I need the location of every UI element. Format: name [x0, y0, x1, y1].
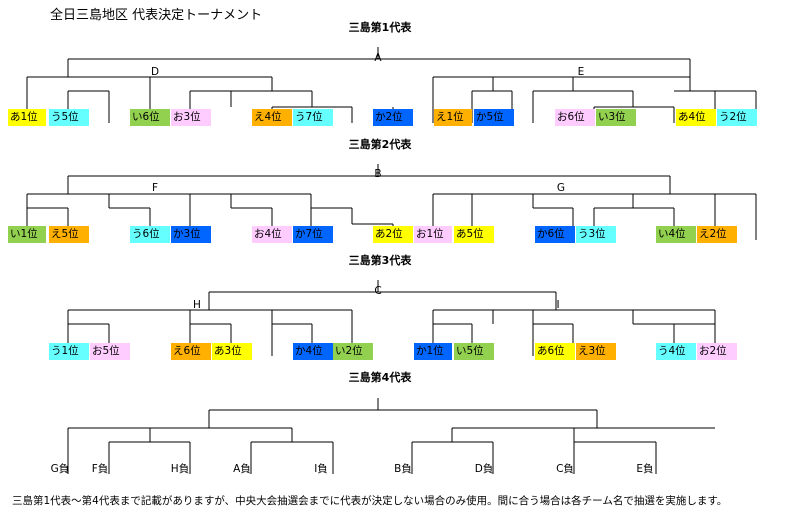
match-label-I: I [556, 299, 560, 311]
team-slot: え1位 [434, 109, 472, 126]
team-slot: い1位 [8, 226, 46, 243]
loser-label: D負 [474, 463, 494, 475]
team-slot: お2位 [697, 343, 737, 360]
match-label-H: H [193, 299, 201, 311]
match-label-E: E [577, 66, 585, 78]
team-slot: あ6位 [535, 343, 575, 360]
match-label-A: A [374, 52, 382, 64]
loser-label: B負 [394, 463, 412, 475]
loser-label: E負 [636, 463, 654, 475]
team-slot: い5位 [454, 343, 494, 360]
team-slot: か5位 [474, 109, 514, 126]
bracket-title-3: 三島第3代表 [348, 254, 412, 267]
team-slot: あ5位 [454, 226, 494, 243]
footer-note: 三島第1代表～第4代表まで記載がありますが、中央大会抽選会までに代表が決定しない… [12, 495, 728, 507]
team-slot: え4位 [252, 109, 292, 126]
team-slot: か7位 [293, 226, 333, 243]
loser-label: A負 [233, 463, 251, 475]
team-slot: う7位 [293, 109, 333, 126]
team-slot: あ3位 [212, 343, 252, 360]
loser-label: F負 [91, 463, 109, 475]
team-slot: か3位 [171, 226, 211, 243]
team-slot: お1位 [414, 226, 452, 243]
team-slot: お5位 [90, 343, 130, 360]
team-slot: い3位 [596, 109, 636, 126]
team-slot: い4位 [656, 226, 696, 243]
team-slot: あ4位 [676, 109, 716, 126]
team-slot: い6位 [130, 109, 170, 126]
bracket-title-4: 三島第4代表 [348, 371, 412, 384]
loser-label: C負 [556, 463, 574, 475]
bracket-title-2: 三島第2代表 [348, 138, 412, 151]
team-slot: う2位 [717, 109, 757, 126]
team-slot: え5位 [49, 226, 89, 243]
match-label-B: B [374, 168, 382, 180]
document-title: 全日三島地区 代表決定トーナメント [50, 8, 263, 23]
team-slot: か2位 [373, 109, 413, 126]
team-slot: う4位 [656, 343, 696, 360]
team-slot: う3位 [576, 226, 616, 243]
team-slot: あ2位 [373, 226, 413, 243]
team-slot: え3位 [576, 343, 616, 360]
team-slot: お4位 [252, 226, 292, 243]
team-slot: う6位 [130, 226, 170, 243]
team-slot: か1位 [414, 343, 452, 360]
team-slot: い2位 [333, 343, 373, 360]
loser-label: I負 [314, 463, 328, 475]
team-slot: え2位 [697, 226, 737, 243]
team-slot: お6位 [555, 109, 595, 126]
loser-label: G負 [50, 463, 70, 475]
team-slot: う5位 [49, 109, 89, 126]
team-slot: お3位 [171, 109, 211, 126]
bracket-title-1: 三島第1代表 [348, 21, 412, 34]
match-label-G: G [556, 182, 566, 194]
match-label-F: F [151, 182, 159, 194]
match-label-C: C [374, 285, 382, 297]
team-slot: う1位 [49, 343, 89, 360]
match-label-D: D [150, 66, 160, 78]
team-slot: か4位 [293, 343, 333, 360]
team-slot: あ1位 [8, 109, 46, 126]
loser-label: H負 [170, 463, 190, 475]
team-slot: か6位 [535, 226, 575, 243]
team-slot: え6位 [171, 343, 211, 360]
